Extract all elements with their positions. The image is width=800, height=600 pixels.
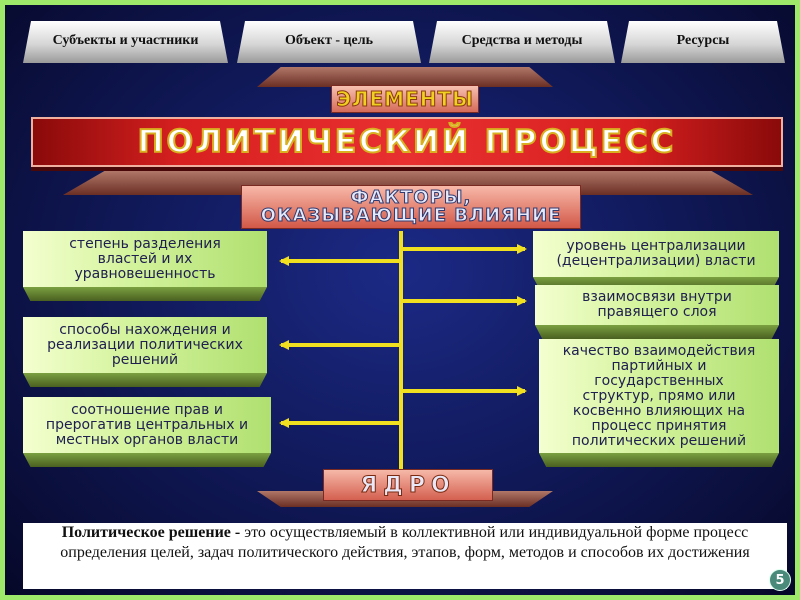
definition-term: Политическое решение -: [61, 524, 241, 541]
page-title: ПОЛИТИЧЕСКИЙ ПРОЦЕСС: [31, 117, 783, 167]
tab-object-goal[interactable]: Объект - цель: [237, 21, 421, 63]
tab-label: Объект - цель: [284, 33, 374, 48]
definition-text: Политическое решение - это осуществляемы…: [23, 523, 787, 589]
core-label: ЯДРО: [323, 469, 493, 501]
tab-label: Средства и методы: [461, 33, 583, 48]
factor-box-right-1: уровень централизации(децентрализации) в…: [533, 231, 779, 291]
factors-label: ФАКТОРЫ, ОКАЗЫВАЮЩИЕ ВЛИЯНИЕ: [241, 185, 581, 229]
tab-label: Ресурсы: [676, 33, 730, 48]
tab-subjects[interactable]: Субъекты и участники: [23, 21, 228, 63]
tab-means-methods[interactable]: Средства и методы: [429, 21, 615, 63]
elements-label: ЭЛЕМЕНТЫ: [331, 85, 479, 113]
tab-label: Субъекты и участники: [52, 33, 199, 48]
elements-banner-shelf: [257, 67, 553, 87]
connector-arrows: [279, 231, 527, 473]
factor-text: уровень централизации(децентрализации) в…: [556, 238, 756, 269]
page-number-badge: 5: [769, 569, 791, 591]
definition-body: это осуществляемый в коллективной или ин…: [60, 524, 750, 561]
tab-resources[interactable]: Ресурсы: [621, 21, 785, 63]
